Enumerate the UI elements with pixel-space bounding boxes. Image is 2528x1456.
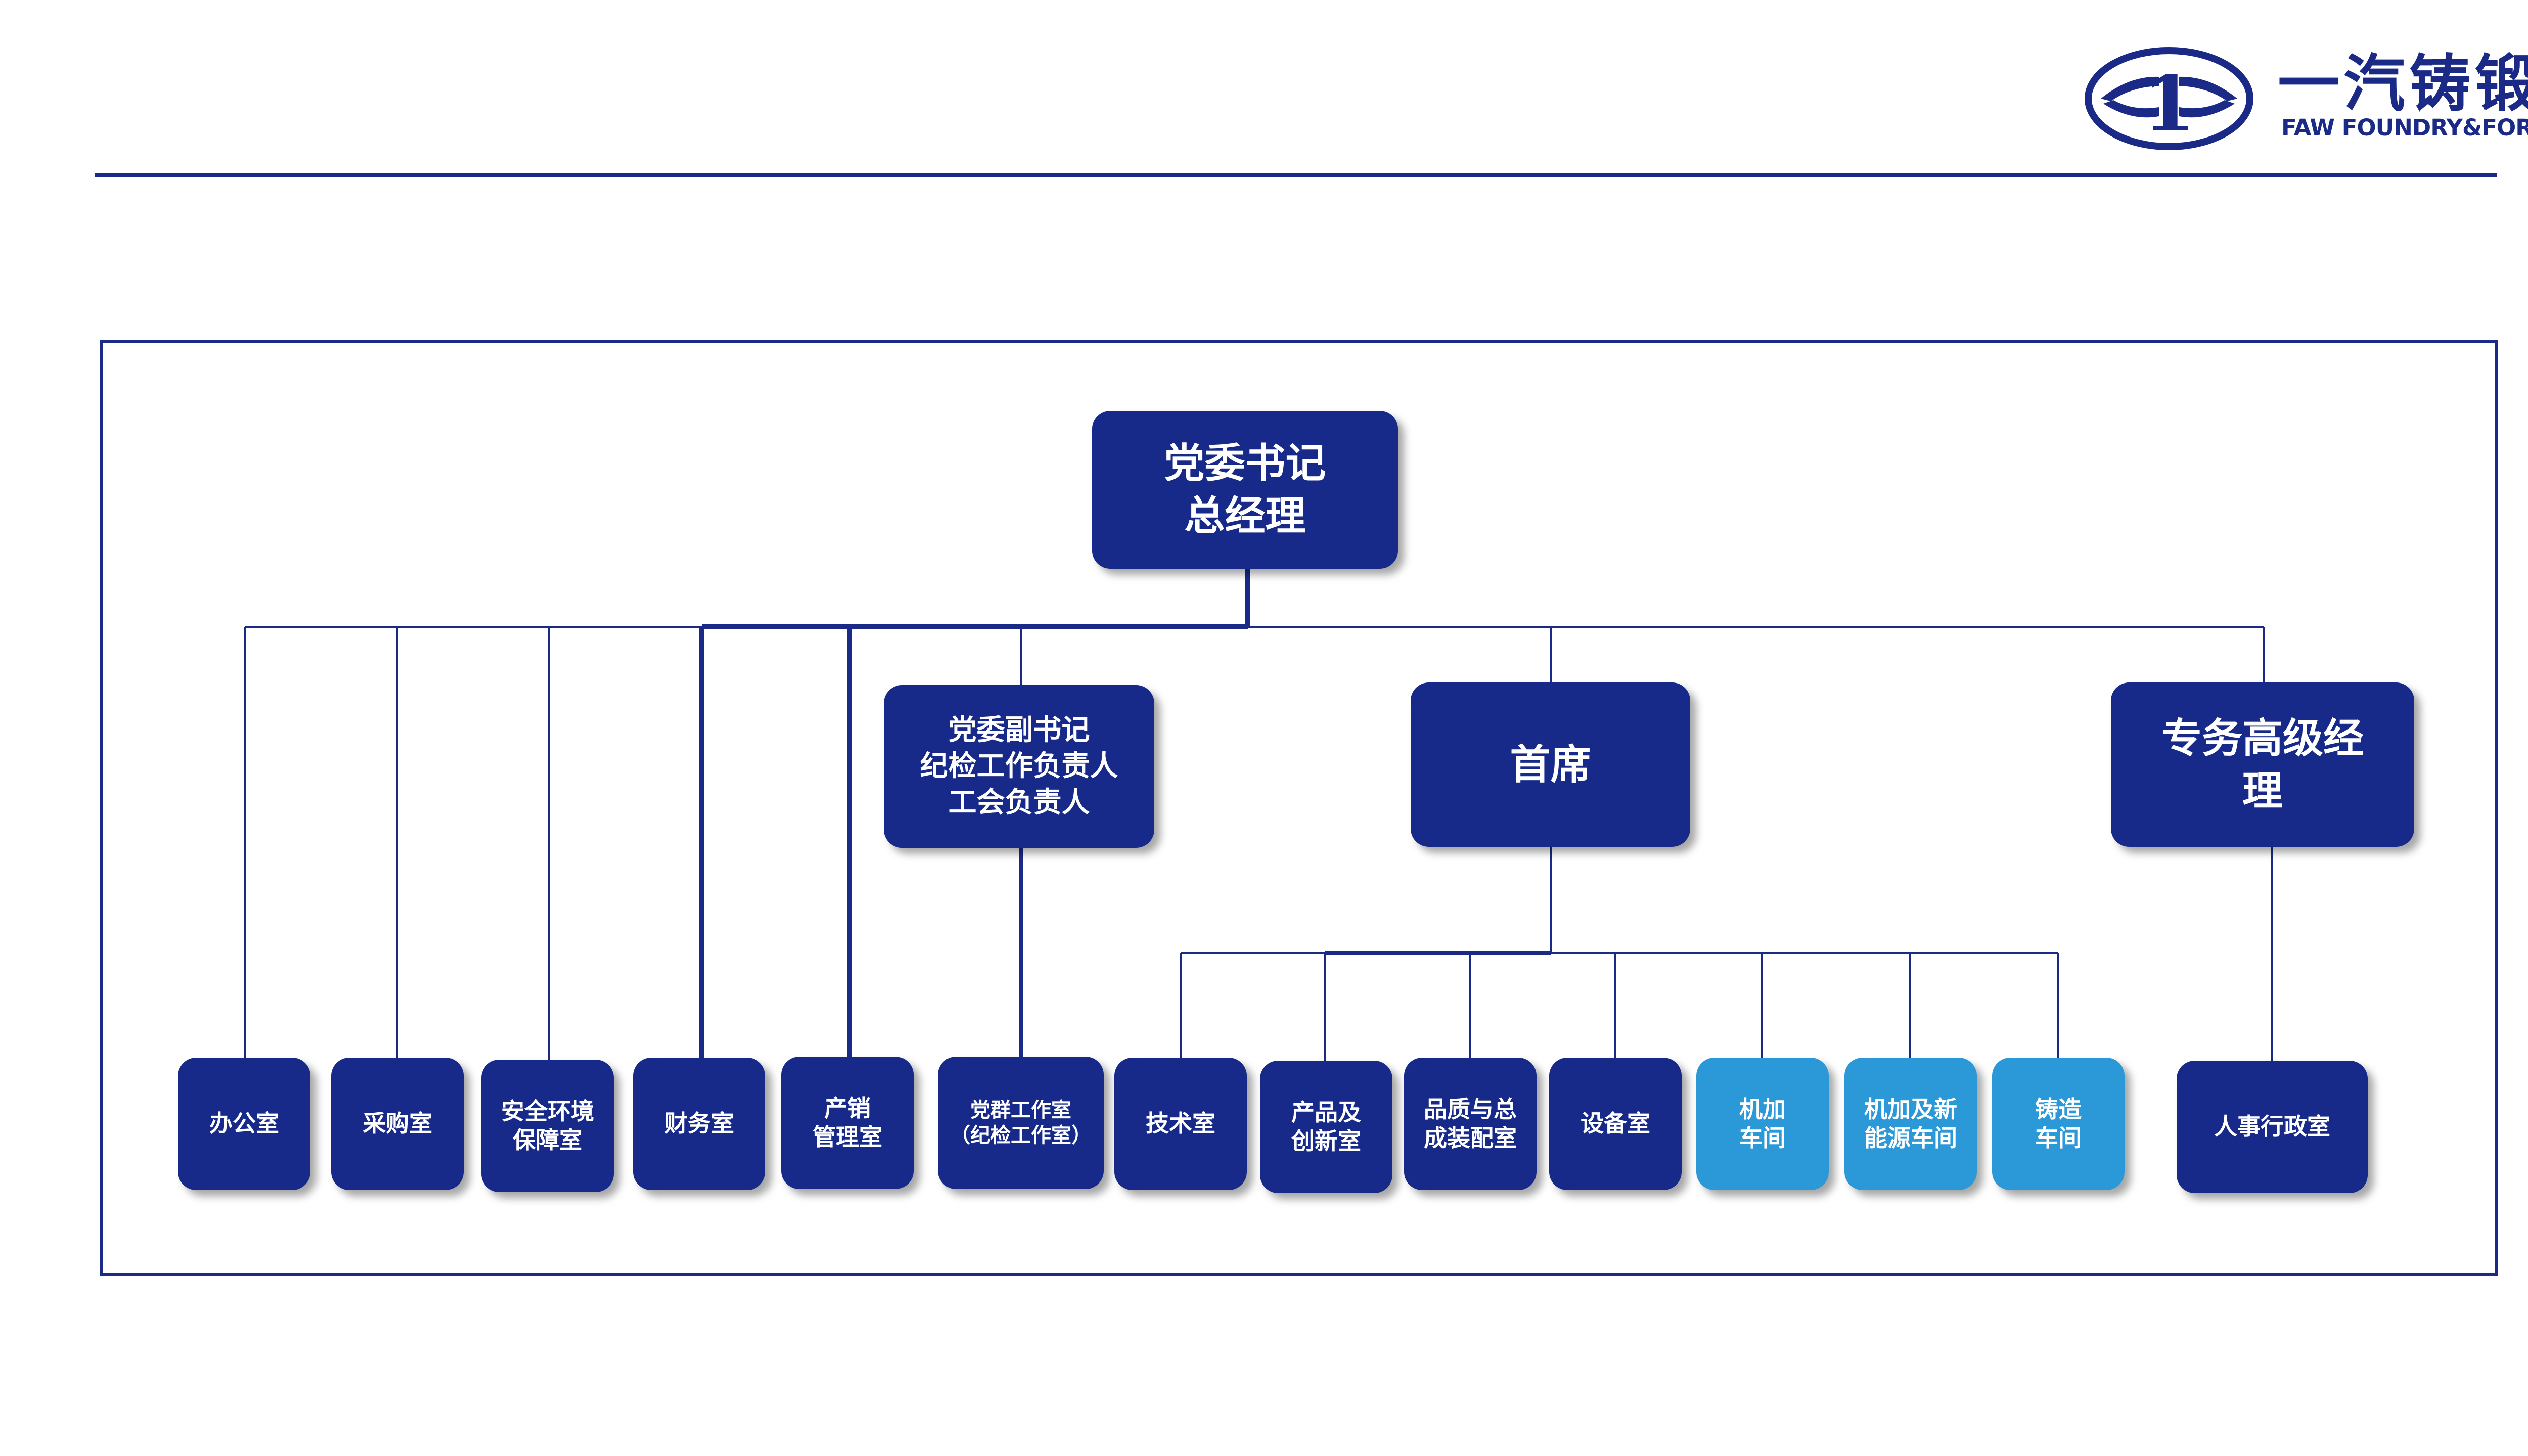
node-party-secretary-general-manager: 党委书记 总经理	[1092, 411, 1398, 569]
dept-label: 铸造 车间	[2035, 1095, 2082, 1152]
workshop-machining-new-energy: 机加及新 能源车间	[1844, 1058, 1977, 1190]
node-label: 党委副书记 纪检工作负责人 工会负责人	[920, 714, 1118, 819]
dept-label: 安全环境 保障室	[501, 1097, 594, 1154]
dept-party-mass-work: 党群工作室 （纪检工作室）	[938, 1057, 1104, 1189]
dept-label: 办公室	[209, 1110, 279, 1138]
dept-label: 产销 管理室	[812, 1094, 882, 1151]
dept-label: 机加 车间	[1739, 1095, 1786, 1152]
dept-label: 技术室	[1146, 1110, 1215, 1138]
dept-safety-environment: 安全环境 保障室	[481, 1060, 614, 1192]
dept-office: 办公室	[178, 1058, 310, 1190]
dept-procurement: 采购室	[331, 1058, 464, 1190]
dept-label: 品质与总 成装配室	[1424, 1095, 1517, 1152]
org-chart-frame	[100, 340, 2498, 1276]
dept-quality-assembly: 品质与总 成装配室	[1404, 1058, 1537, 1190]
node-deputy-party-secretary: 党委副书记 纪检工作负责人 工会负责人	[884, 685, 1154, 848]
workshop-casting: 铸造 车间	[1992, 1058, 2125, 1190]
node-senior-manager: 专务高级经 理	[2111, 682, 2414, 847]
dept-label: 财务室	[664, 1110, 734, 1138]
dept-label: 人事行政室	[2214, 1113, 2330, 1141]
node-label: 党委书记 总经理	[1164, 439, 1326, 539]
node-label: 专务高级经 理	[2161, 714, 2364, 814]
dept-label: 党群工作室 （纪检工作室）	[950, 1099, 1092, 1147]
dept-label: 采购室	[363, 1110, 432, 1138]
dept-finance: 财务室	[633, 1058, 765, 1190]
company-logo: 1 一汽铸锻 FAW FOUNDRY&FORGING	[2083, 46, 2528, 157]
dept-equipment: 设备室	[1549, 1058, 1682, 1190]
dept-label: 机加及新 能源车间	[1864, 1095, 1957, 1152]
dept-technology: 技术室	[1114, 1058, 1247, 1190]
logo-chinese-name: 一汽铸锻	[2278, 48, 2528, 120]
node-chief: 首席	[1411, 682, 1690, 847]
dept-label: 设备室	[1581, 1110, 1650, 1138]
node-label: 首席	[1510, 741, 1591, 788]
dept-product-innovation: 产品及 创新室	[1260, 1061, 1392, 1193]
emblem-number: 1	[2143, 60, 2195, 149]
workshop-machining: 机加 车间	[1696, 1058, 1829, 1190]
faw-emblem-icon: 1	[2085, 47, 2253, 150]
dept-label: 产品及 创新室	[1291, 1098, 1361, 1155]
header-divider	[95, 173, 2497, 177]
logo-english-name: FAW FOUNDRY&FORGING	[2281, 114, 2528, 141]
dept-hr-administration: 人事行政室	[2177, 1061, 2368, 1193]
dept-production-sales: 产销 管理室	[781, 1057, 914, 1189]
